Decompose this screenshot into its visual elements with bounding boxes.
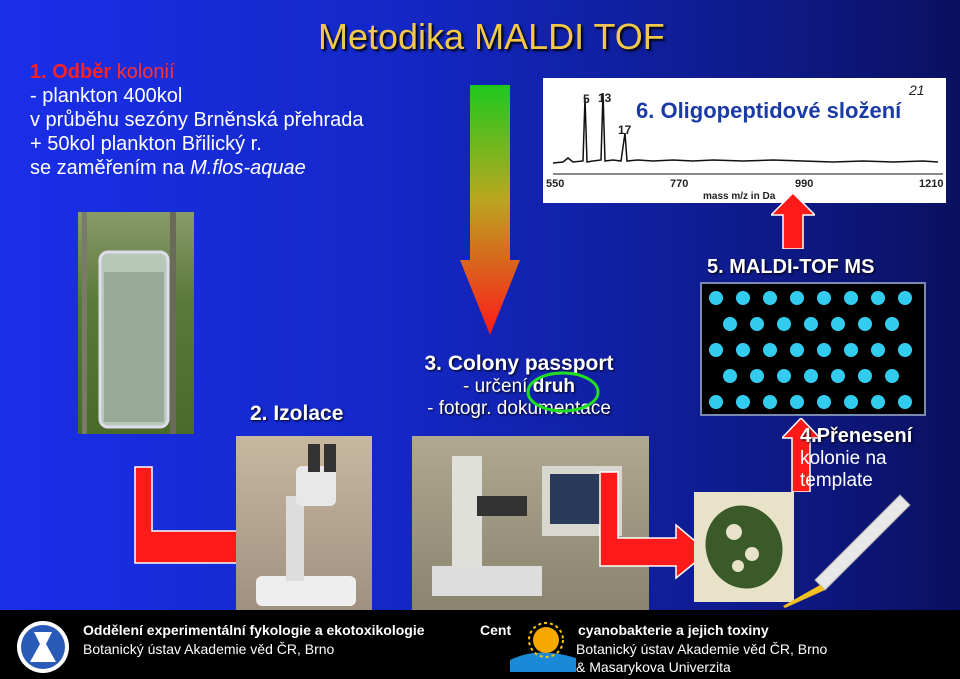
tube-drawing xyxy=(82,212,176,434)
plate-well xyxy=(817,395,831,409)
stereomicroscope-photo xyxy=(236,436,372,610)
plate-well xyxy=(723,369,737,383)
step5-label: 5. MALDI-TOF MS xyxy=(707,256,875,278)
step4-title: 4.Přenesení xyxy=(800,425,913,447)
plate-well xyxy=(858,317,872,331)
step3-line1-bold: druh xyxy=(532,376,575,397)
x-axis-label: mass m/z in Da xyxy=(703,191,776,202)
step3-title: 3. Colony passport xyxy=(424,352,614,375)
step1-bold: Odběr xyxy=(52,61,112,83)
plate-well xyxy=(736,395,750,409)
footer-right-line1b: cyanobakterie a jejich toxiny xyxy=(578,622,769,638)
arrow-to-colony xyxy=(599,471,710,580)
plate-well xyxy=(804,369,818,383)
step1-line4: + 50kol plankton Břilický r. xyxy=(30,133,262,155)
plate-well xyxy=(763,343,777,357)
plate-well xyxy=(723,317,737,331)
footer-bar: Oddělení experimentální fykologie a ekot… xyxy=(0,610,960,679)
step4-text: 4.Přenesení kolonie na template xyxy=(800,425,912,492)
footer-left-line1: Oddělení experimentální fykologie a ekot… xyxy=(83,622,425,638)
step2-label: 2. Izolace xyxy=(250,402,344,425)
x-tick-1210: 1210 xyxy=(919,178,944,190)
step4-line1: kolonie na xyxy=(800,448,887,469)
step4-line2: template xyxy=(800,470,873,491)
plate-well xyxy=(777,317,791,331)
plate-well xyxy=(709,395,723,409)
stereomicroscope-drawing xyxy=(256,444,356,606)
footer-right-line2: Botanický ústav Akademie věd ČR, Brno xyxy=(576,641,828,657)
plate-well xyxy=(790,395,804,409)
peak-label-13: 13 xyxy=(598,91,612,105)
pipette-image xyxy=(783,494,911,608)
plate-well xyxy=(871,395,885,409)
plate-well xyxy=(790,343,804,357)
peak-label-5: 5 xyxy=(583,92,590,106)
plate-well xyxy=(777,369,791,383)
up-arrow-5-to-6 xyxy=(771,193,815,249)
x-tick-990: 990 xyxy=(795,178,814,190)
step1-line2: - plankton 400kol xyxy=(30,85,183,107)
maldi-target-plate xyxy=(700,282,926,416)
step1-line5-prefix: se zaměřením na xyxy=(30,157,191,179)
plate-well xyxy=(898,343,912,357)
plate-well xyxy=(898,291,912,305)
footer-right-line3: & Masarykova Univerzita xyxy=(576,659,731,675)
footer-left-line2: Botanický ústav Akademie věd ČR, Brno xyxy=(83,641,335,657)
plate-well xyxy=(817,291,831,305)
plate-well xyxy=(750,317,764,331)
plate-well xyxy=(831,317,845,331)
plate-well xyxy=(736,291,750,305)
plate-well xyxy=(817,343,831,357)
step1-line5-italic: M.flos-aquae xyxy=(190,157,306,179)
peak-label-21: 21 xyxy=(909,82,925,98)
x-tick-550: 550 xyxy=(546,178,565,190)
slide-title: Metodika MALDI TOF xyxy=(318,16,665,57)
plate-well xyxy=(750,369,764,383)
plate-well xyxy=(844,343,858,357)
plate-well xyxy=(709,291,723,305)
peak-label-17: 17 xyxy=(618,123,632,137)
plate-well xyxy=(709,343,723,357)
plate-wells xyxy=(709,291,912,409)
slide: Metodika MALDI TOF 1. Odběr kolonií - pl… xyxy=(0,0,960,610)
plate-well xyxy=(844,291,858,305)
plate-well xyxy=(763,395,777,409)
plate-well xyxy=(844,395,858,409)
colony-micrograph xyxy=(694,492,794,602)
step3-text: 3. Colony passport - určení druh - fotog… xyxy=(394,352,644,420)
plate-well xyxy=(736,343,750,357)
sample-tube-photo xyxy=(78,212,194,434)
sun-logo-icon xyxy=(510,622,576,672)
plate-well xyxy=(790,291,804,305)
plate-well xyxy=(804,317,818,331)
step1-text: 1. Odběr kolonií - plankton 400kol v prů… xyxy=(30,60,364,180)
step1-number: 1. xyxy=(30,61,47,83)
x-tick-770: 770 xyxy=(670,178,689,190)
plate-well xyxy=(898,395,912,409)
up-arrow-4-to-5 xyxy=(782,418,820,492)
step1-line3: v průběhu sezóny Brněnská přehrada xyxy=(30,109,364,131)
plate-well xyxy=(885,317,899,331)
plate-well xyxy=(831,369,845,383)
step1-rest: kolonií xyxy=(116,61,175,83)
plate-well xyxy=(885,369,899,383)
gradient-down-arrow xyxy=(460,85,520,335)
step3-line1-prefix: - určení xyxy=(463,376,533,397)
plate-well xyxy=(871,343,885,357)
step3-line2: - fotogr. dokumentace xyxy=(427,398,611,419)
footer-right-line1a: Cent xyxy=(480,622,512,638)
colony-drawing xyxy=(705,505,783,589)
step6-label: 6. Oligopeptidové složení xyxy=(632,98,906,124)
mass-spectrum: 5 13 17 21 550 770 990 1210 mass m/z in … xyxy=(543,78,946,203)
plate-well xyxy=(858,369,872,383)
flask-logo-icon xyxy=(17,621,69,673)
plate-well xyxy=(871,291,885,305)
spectrum-plot xyxy=(552,92,943,175)
plate-well xyxy=(763,291,777,305)
druh-highlight-ellipse xyxy=(526,371,600,413)
